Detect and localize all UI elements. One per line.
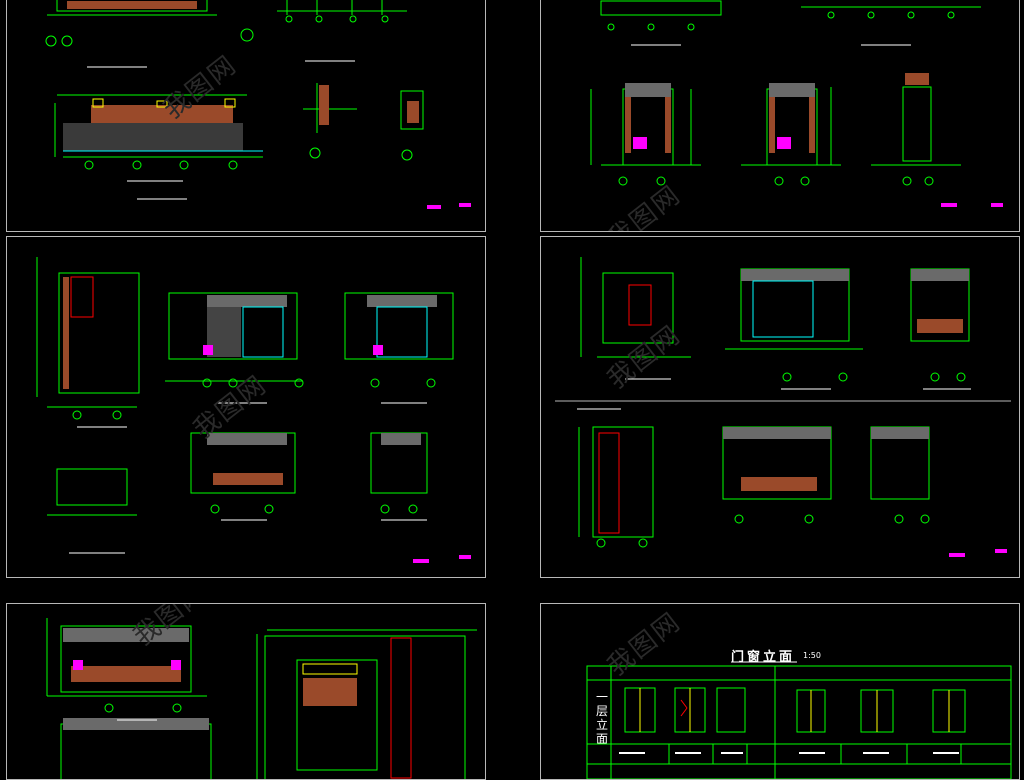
side-label: 一层立面 (595, 690, 608, 746)
sheet-scale: 1:50 (803, 651, 821, 660)
drawing-sheet-4: 我图网 (540, 236, 1020, 578)
drawing-sheet-1: 我图网 (6, 0, 486, 232)
door-window-elevation-table (586, 661, 1012, 779)
drawing-sheet-3: 我图网 (6, 236, 486, 578)
sheet-title: 门窗立面 (731, 650, 796, 665)
elevation-and-plan (46, 618, 477, 779)
drawing-sheet-5: 我图网 (6, 603, 486, 780)
drawing-sheet-6: 门窗立面 1:50 一层立面 我图网 (540, 603, 1020, 780)
drawing-sheet-2: 我图网 (540, 0, 1020, 232)
elevation-drawings (45, 0, 471, 209)
plan-and-elevations (555, 257, 1011, 557)
plan-and-elevations (36, 257, 471, 563)
elevation-drawings (590, 0, 1003, 207)
